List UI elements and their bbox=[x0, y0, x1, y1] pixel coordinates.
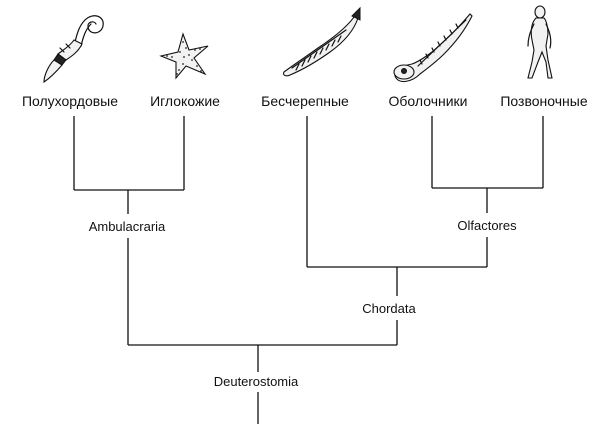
clade-label-deuterostomia: Deuterostomia bbox=[214, 374, 299, 389]
tunicate-larva-icon bbox=[393, 13, 473, 83]
taxon-label-cephalochordata: Бесчерепные bbox=[261, 93, 349, 109]
taxon-label-tunicata: Оболочники bbox=[389, 93, 468, 109]
taxon-label-hemichordata: Полухордовые bbox=[22, 93, 118, 109]
clade-label-ambulacraria: Ambulacraria bbox=[89, 219, 166, 234]
taxon-label-echinodermata: Иглокожие bbox=[150, 93, 220, 109]
lancelet-icon bbox=[282, 6, 361, 77]
human-icon bbox=[527, 5, 553, 79]
taxon-label-vertebrata: Позвоночные bbox=[500, 93, 587, 109]
clade-label-olfactores: Olfactores bbox=[457, 218, 517, 233]
acorn-worm-icon bbox=[43, 15, 104, 84]
clade-label-chordata: Chordata bbox=[362, 301, 416, 316]
starfish-icon bbox=[159, 32, 209, 80]
